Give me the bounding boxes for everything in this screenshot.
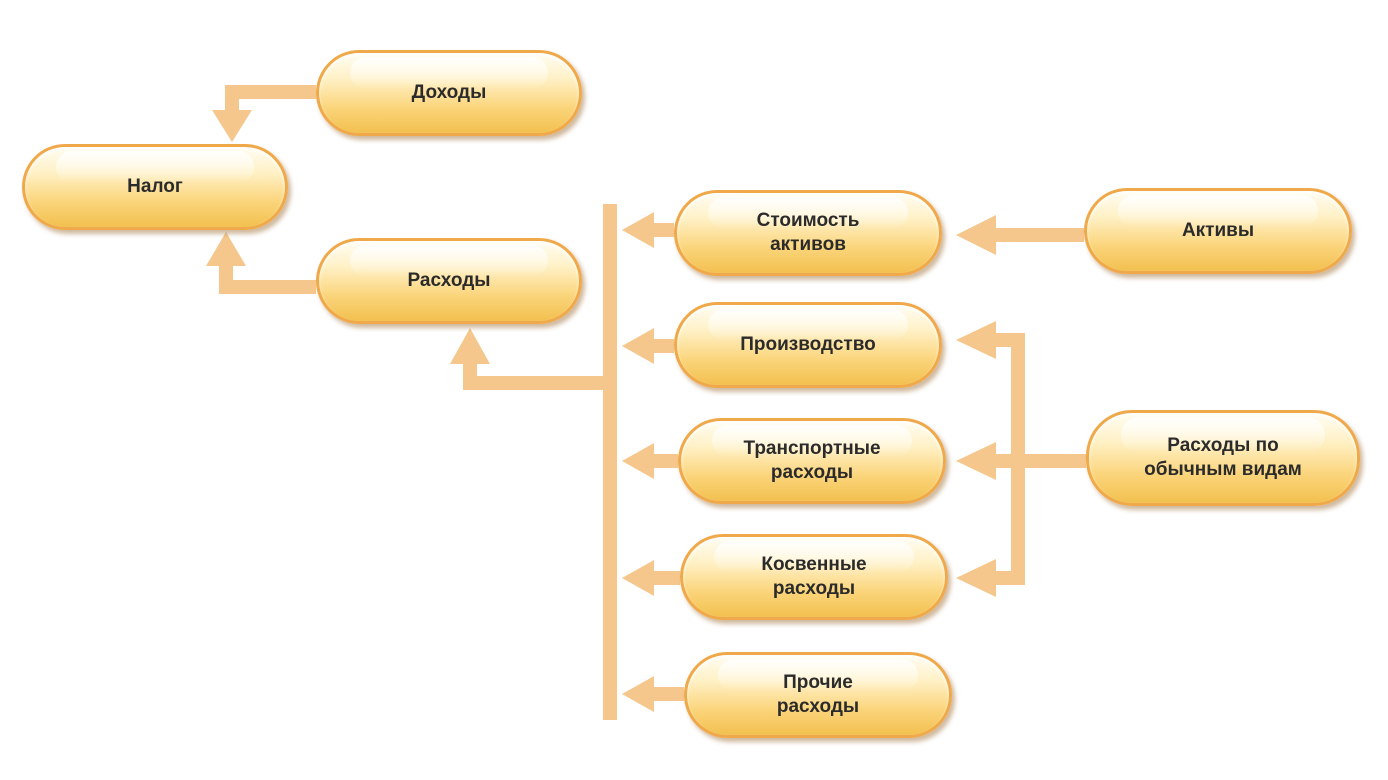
- node-raskhody-po-obychnym-vidam: Расходы по обычным видам: [1086, 410, 1360, 506]
- node-transportnye-raskhody: Транспортные расходы: [678, 418, 946, 504]
- arrowhead-obychnye-proizvodstvo: [956, 321, 996, 359]
- node-nalog: Налог: [22, 144, 288, 230]
- node-label-raskhody: Расходы: [407, 270, 491, 291]
- node-raskhody: Расходы: [316, 238, 582, 324]
- node-stoimost-aktivov: Стоимость активов: [674, 190, 942, 276]
- arrowhead-dokhody-nalog: [212, 110, 252, 142]
- edge-dokhody-nalog: [225, 85, 316, 112]
- node-proizvodstvo: Производство: [674, 302, 942, 388]
- arrowhead-obychnye-transport: [956, 442, 996, 480]
- connectors: [206, 85, 1086, 720]
- node-kosvennye-raskhody: Косвенные расходы: [680, 534, 948, 620]
- node-aktivy: Активы: [1084, 188, 1352, 274]
- arrowhead-aktivy-stoimost: [956, 215, 996, 255]
- node-dokhody: Доходы: [316, 50, 582, 136]
- edge-raskhody-nalog: [219, 262, 316, 294]
- arrowhead-stoimost-bus: [622, 212, 654, 248]
- arrowhead-prochie-bus: [622, 676, 654, 712]
- arrowhead-kosvennye-bus: [622, 560, 654, 596]
- node-label-nalog: Налог: [127, 176, 183, 197]
- node-label-stoimost-aktivov: Стоимость активов: [756, 210, 860, 255]
- node-prochie-raskhody: Прочие расходы: [684, 652, 952, 738]
- node-label-dokhody: Доходы: [411, 82, 487, 103]
- arrowhead-transport-bus: [622, 443, 654, 479]
- node-label-aktivy: Активы: [1181, 220, 1255, 241]
- node-label-raskhody-po-obychnym-vidam: Расходы по обычным видам: [1144, 435, 1302, 480]
- node-label-prochie-raskhody: Прочие расходы: [776, 672, 860, 717]
- node-label-kosvennye-raskhody: Косвенные расходы: [761, 554, 867, 599]
- arrowhead-raskhody-nalog: [206, 232, 246, 266]
- arrowhead-bus-raskhody: [450, 328, 490, 364]
- node-label-transportnye-raskhody: Транспортные расходы: [743, 438, 881, 483]
- edge-bus-raskhody: [463, 362, 610, 390]
- arrowhead-obychnye-kosvennye: [956, 559, 996, 597]
- node-label-proizvodstvo: Производство: [740, 334, 876, 355]
- arrowhead-proizvodstvo-bus: [622, 328, 654, 364]
